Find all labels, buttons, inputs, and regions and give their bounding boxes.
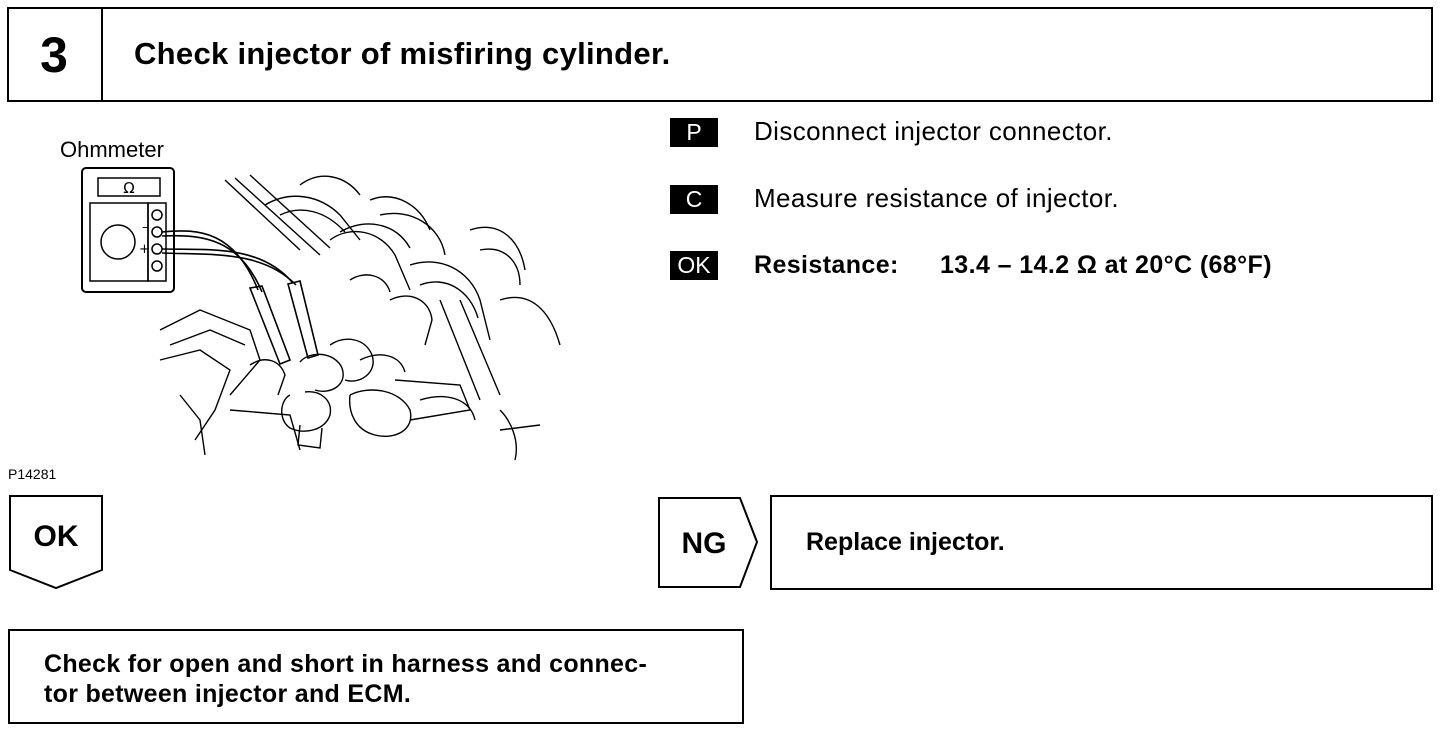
tag-ok: OK [670, 251, 718, 280]
svg-text:+: + [139, 242, 150, 257]
figure-id: P14281 [8, 466, 57, 482]
ohmmeter-icon [81, 167, 175, 293]
ng-action-box: Replace injector. [770, 495, 1433, 590]
ohmmeter-label: Ohmmeter [60, 137, 164, 162]
instruction-measure: Measure resistance of injector. [754, 183, 1120, 213]
ok-arrow [9, 495, 103, 590]
ok-label: OK [33, 520, 79, 553]
step-title: Check injector of misfiring cylinder. [134, 36, 671, 71]
tag-p: P [670, 118, 718, 147]
svg-text:–: – [142, 220, 149, 235]
ok-next-step-line1: Check for open and short in harness and … [44, 650, 648, 678]
spec-value: 13.4 – 14.2 Ω at 20°C (68°F) [940, 251, 1272, 279]
step-number: 3 [7, 7, 103, 102]
ng-label: NG [681, 527, 727, 560]
spec-label: Resistance: [754, 251, 899, 279]
ohm-symbol: Ω [123, 179, 134, 197]
ng-action-text: Replace injector. [806, 528, 1005, 556]
tag-c: C [670, 185, 718, 214]
step-header [7, 7, 1433, 102]
ng-arrow [658, 497, 759, 588]
ok-next-step-box: Check for open and short in harness and … [8, 629, 744, 724]
instruction-disconnect: Disconnect injector connector. [754, 116, 1113, 146]
injector-illustration: Ω – + [81, 167, 561, 461]
ok-next-step-line2: tor between injector and ECM. [44, 680, 412, 708]
